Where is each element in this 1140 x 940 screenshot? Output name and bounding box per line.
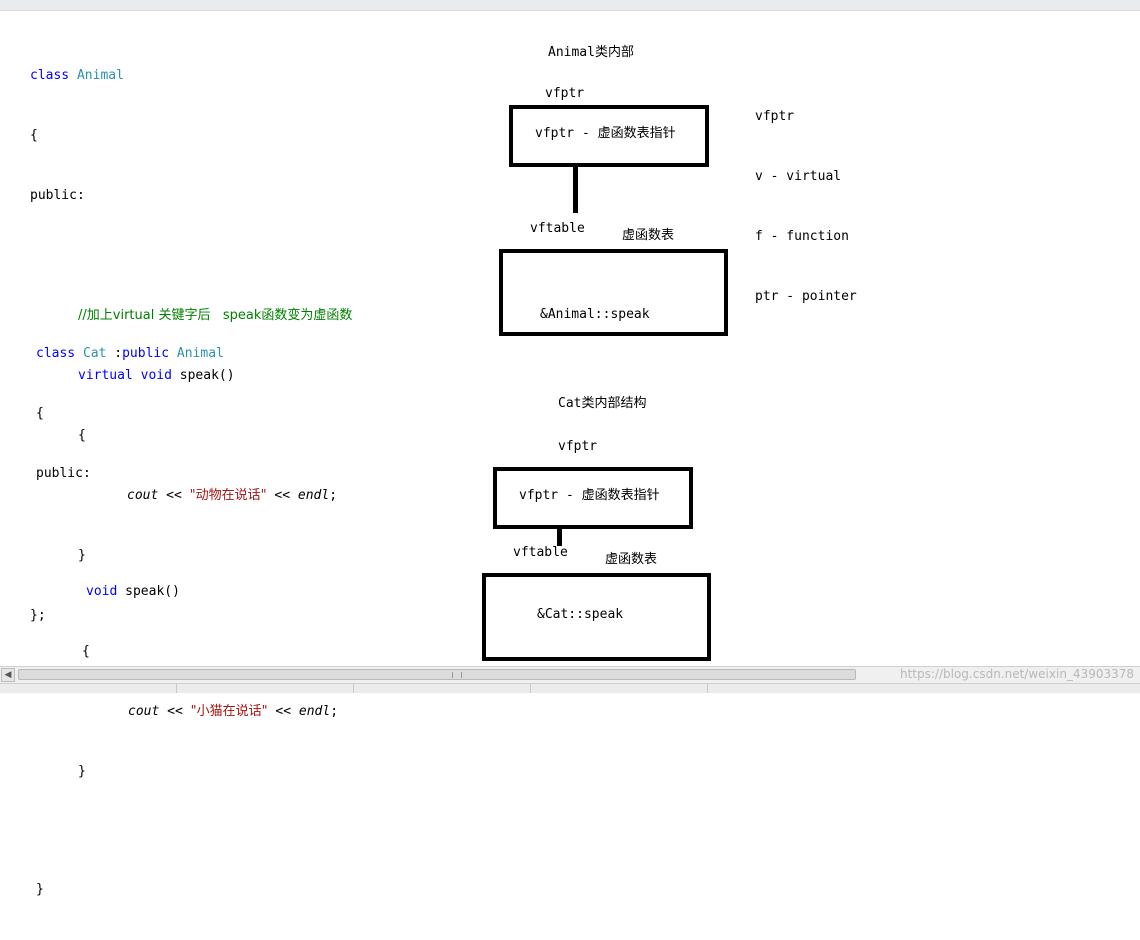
keyword-void: void (86, 584, 118, 599)
animal-vftable-entry: &Animal::speak (540, 307, 650, 322)
animal-vftable-box: &Animal::speak (499, 249, 728, 336)
keyword-void: void (140, 368, 172, 383)
diagram-canvas: class Animal { public: //加上virtual 关键字后 … (0, 11, 1140, 897)
legend-line: ptr - pointer (755, 289, 857, 304)
keyword-class: class (30, 68, 70, 83)
scrollbar-grip-icon (452, 672, 462, 678)
code-line (36, 524, 338, 542)
animal-vftable-label: vftable (530, 221, 585, 236)
bottom-tab-strip (0, 683, 1140, 693)
semicolon-token: ; (329, 488, 338, 503)
keyword-public: public (122, 346, 170, 361)
operator-token: << (267, 704, 299, 719)
code-comment: //加上virtual 关键字后 speak函数变为虚函数 (78, 308, 353, 323)
cat-vftable-label: vftable (513, 545, 568, 560)
code-line: { (30, 128, 38, 143)
string-literal: "小猫在说话" (190, 704, 268, 719)
code-line: void speak() (36, 582, 338, 602)
type-name-animal: Animal (76, 68, 124, 83)
legend-line: v - virtual (755, 169, 842, 184)
horizontal-scrollbar[interactable]: ◀ https://blog.csdn.net/weixin_43903378 (0, 666, 1140, 683)
bottom-tab[interactable] (531, 684, 708, 693)
legend-line: vfptr (755, 109, 795, 124)
code-line: virtual void speak() (30, 366, 352, 386)
cat-vftable-box: &Cat::speak (482, 573, 711, 661)
cat-vfptr-box-text: vfptr - 虚函数表指针 (519, 488, 660, 503)
operator-token: << (158, 488, 190, 503)
code-line: { (78, 428, 86, 443)
keyword-virtual: virtual (78, 368, 133, 383)
operator-token: << (266, 488, 298, 503)
bottom-tab[interactable] (354, 684, 531, 693)
cat-vfptr-label: vfptr (558, 439, 598, 454)
animal-diagram-title: Animal类内部 (548, 45, 634, 60)
function-speak: speak() (179, 368, 235, 383)
animal-vfptr-box: vfptr - 虚函数表指针 (509, 105, 709, 167)
code-line: { (82, 644, 90, 659)
cat-diagram-title: Cat类内部结构 (558, 396, 647, 411)
type-name-animal: Animal (176, 346, 224, 361)
operator-token: << (159, 704, 191, 719)
code-line (36, 822, 338, 840)
code-line (30, 246, 352, 266)
top-toolbar-strip (0, 0, 1140, 11)
bottom-tab[interactable] (0, 684, 177, 693)
type-name-cat: Cat (82, 346, 107, 361)
animal-pointer-line (573, 167, 578, 213)
cat-vftable-entry: &Cat::speak (537, 607, 624, 622)
cat-vfptr-box: vfptr - 虚函数表指针 (493, 467, 693, 529)
cout-token: cout (127, 488, 159, 503)
endl-token: endl (298, 704, 331, 719)
scrollbar-thumb[interactable] (18, 669, 856, 680)
code-line: cout << "动物在说话" << endl; (30, 486, 352, 506)
code-line: } (36, 882, 44, 897)
code-line: { (36, 406, 44, 421)
code-line: public: (30, 188, 85, 203)
code-line: class Animal (30, 66, 352, 86)
code-line: public: (36, 466, 91, 481)
animal-class-code: class Animal { public: //加上virtual 关键字后 … (30, 26, 352, 666)
code-line: //加上virtual 关键字后 speak函数变为虚函数 (30, 306, 352, 326)
cat-table-label: 虚函数表 (605, 552, 658, 567)
colon-token: : (106, 346, 123, 361)
keyword-class: class (36, 346, 76, 361)
legend-line: f - function (755, 229, 849, 244)
animal-vfptr-label: vfptr (545, 86, 585, 101)
bottom-tab[interactable] (177, 684, 354, 693)
scroll-left-button[interactable]: ◀ (1, 668, 15, 682)
string-literal: "动物在说话" (189, 488, 267, 503)
code-line: cout << "小猫在说话" << endl; (36, 702, 338, 722)
endl-token: endl (297, 488, 330, 503)
watermark-text: https://blog.csdn.net/weixin_43903378 (899, 667, 1134, 681)
cat-class-code: class Cat :public Animal { public: void … (36, 304, 338, 940)
abbreviation-legend: vfptr v - virtual f - function ptr - poi… (755, 67, 857, 347)
animal-vfptr-box-text: vfptr - 虚函数表指针 (535, 126, 676, 141)
code-line: } (78, 548, 86, 563)
function-speak: speak() (125, 584, 180, 599)
code-line: class Cat :public Animal (36, 344, 338, 364)
code-line: }; (30, 608, 46, 623)
semicolon-token: ; (330, 704, 339, 719)
cat-pointer-line (557, 529, 562, 546)
animal-table-label: 虚函数表 (622, 228, 675, 243)
cout-token: cout (128, 704, 160, 719)
code-line: } (78, 764, 86, 779)
